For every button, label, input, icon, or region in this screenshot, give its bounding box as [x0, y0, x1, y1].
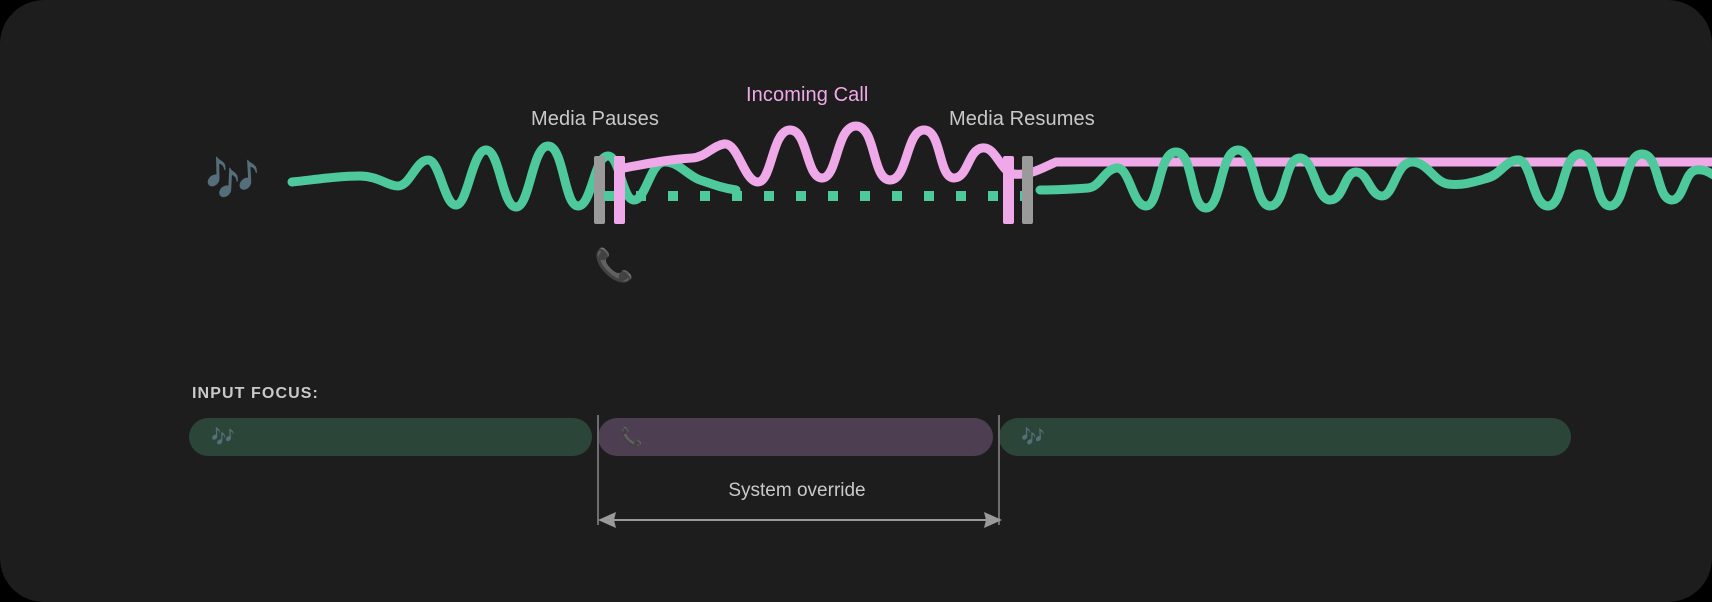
- system-override-label: System override: [728, 480, 866, 501]
- focus-bar-media-after[interactable]: 🎶: [999, 418, 1571, 456]
- music-notes-icon: 🎶: [1021, 426, 1045, 448]
- system-override-span-arrow: [598, 512, 1002, 528]
- phone-icon: 📞: [594, 247, 634, 283]
- muted-media-dots: [604, 191, 1030, 201]
- media-wave-right: [1035, 145, 1712, 213]
- phone-icon: 📞: [620, 427, 643, 447]
- music-notes-icon: 🎶: [205, 155, 260, 204]
- media-resumes-label: Media Resumes: [949, 108, 1095, 130]
- input-focus-title: INPUT FOCUS:: [192, 385, 319, 402]
- focus-bar-media-before[interactable]: 🎶: [189, 418, 592, 456]
- resume-marker-bar: [1022, 156, 1033, 224]
- waveform-graphic: [287, 121, 1712, 224]
- media-pauses-label: Media Pauses: [531, 108, 659, 130]
- media-wave-left: [287, 141, 741, 212]
- call-end-marker-bar: [1003, 156, 1014, 224]
- override-guide-left: [597, 415, 599, 525]
- pause-marker-bar: [594, 156, 605, 224]
- media-wave-right-tail: [1481, 149, 1585, 211]
- audio-timeline: Media Pauses Incoming Call Media Resumes…: [205, 84, 1712, 283]
- focus-bar-call[interactable]: 📞: [598, 418, 993, 456]
- call-wave: [619, 121, 1712, 187]
- incoming-call-label: Incoming Call: [746, 84, 869, 106]
- music-notes-icon: 🎶: [211, 426, 235, 448]
- call-start-marker-bar: [614, 156, 625, 224]
- override-guide-right: [998, 415, 1000, 525]
